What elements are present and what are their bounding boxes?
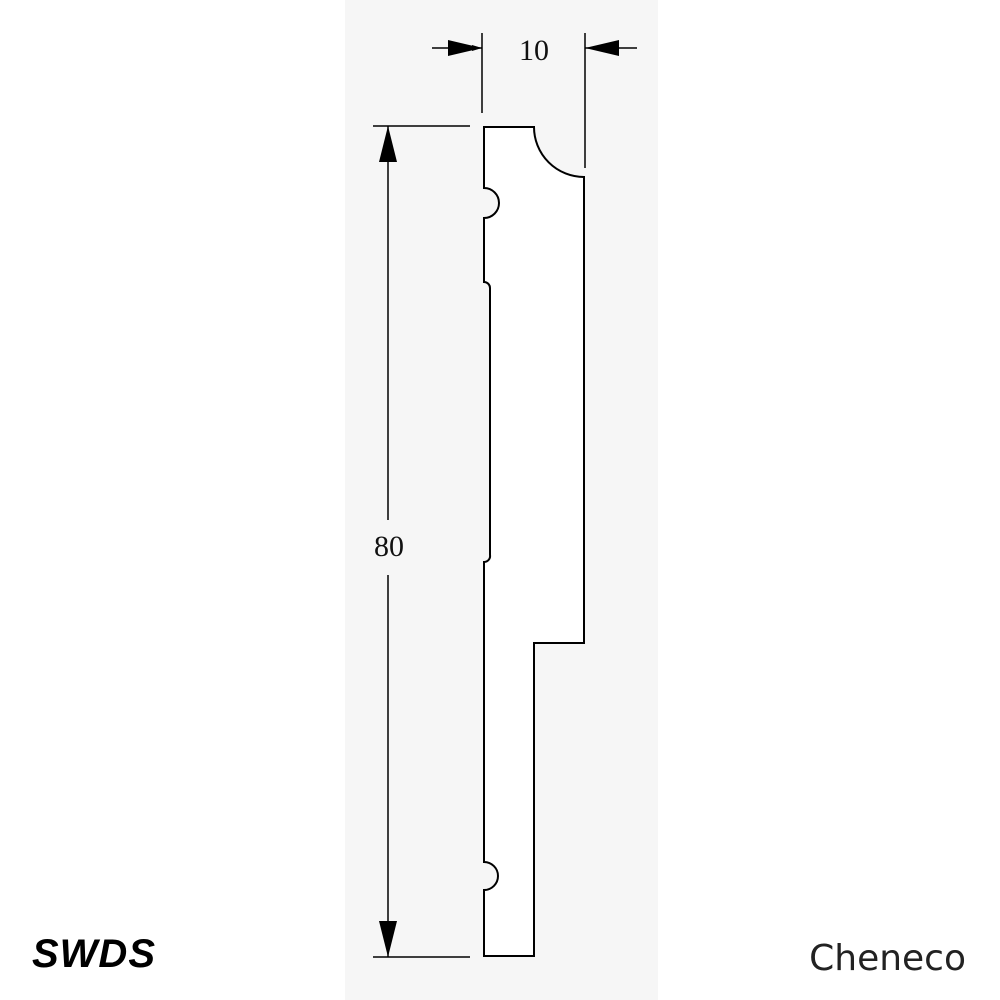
width-dimension-label: 10 — [519, 34, 549, 67]
width-arrow-right-head — [585, 40, 619, 56]
width-arrow-left-head — [448, 40, 482, 56]
height-dimension-label: 80 — [374, 530, 404, 563]
product-code: SWDS — [32, 932, 156, 976]
skirting-profile-outline — [483, 126, 585, 957]
height-arrow-bottom-head — [379, 921, 397, 957]
height-arrow-top-head — [379, 126, 397, 162]
brand-name: Cheneco — [809, 938, 966, 979]
